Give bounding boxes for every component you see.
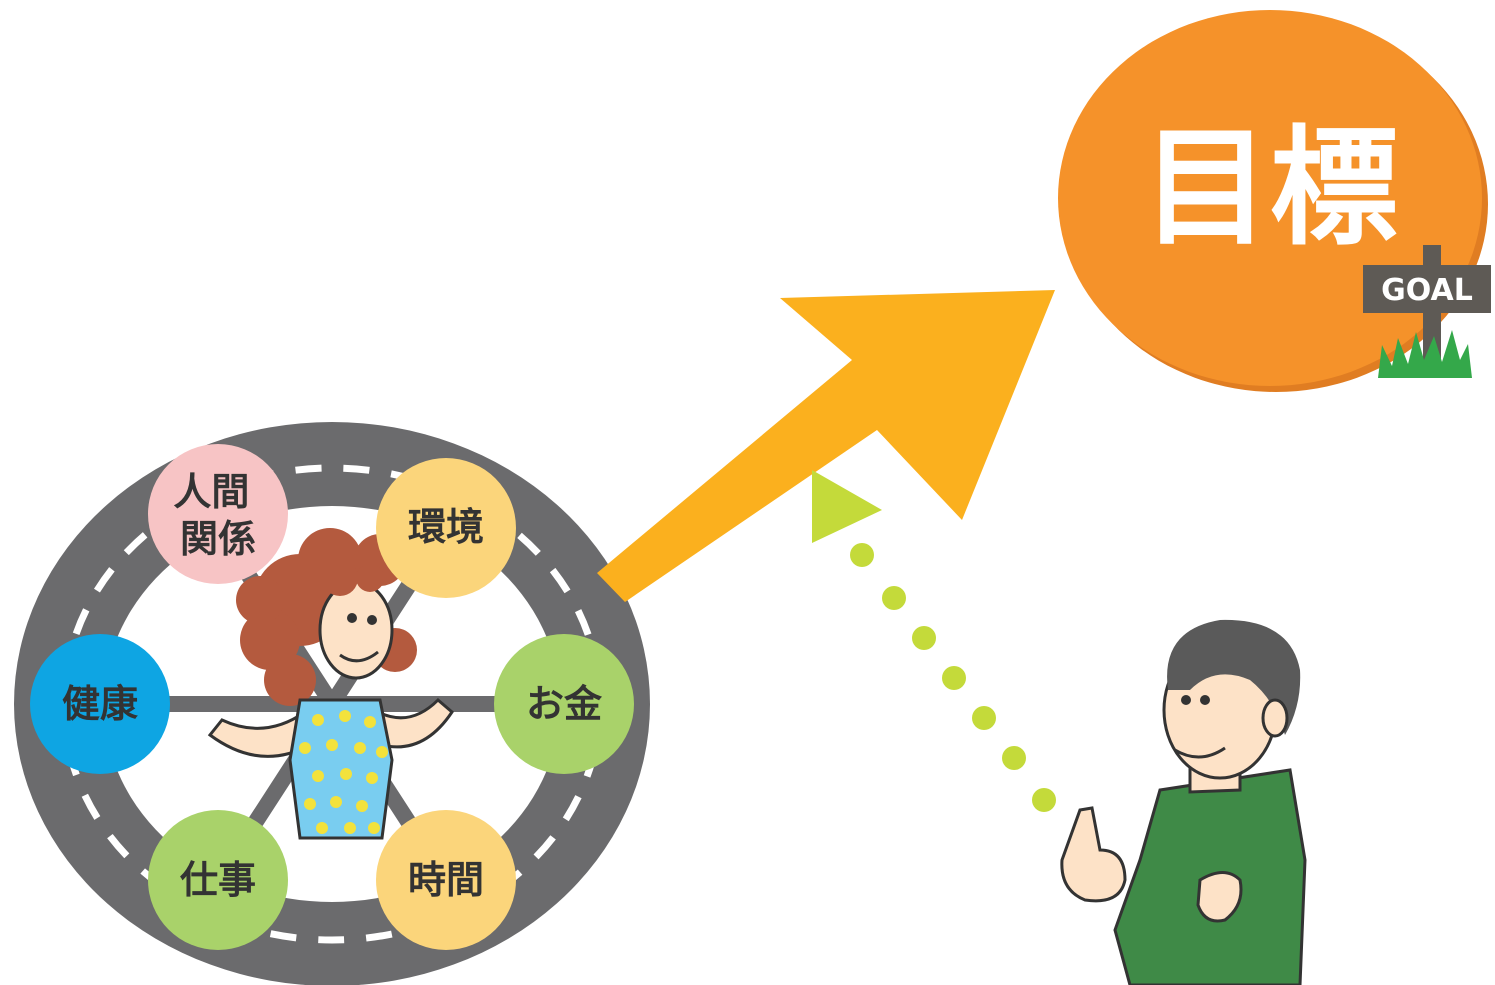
- man-character: [1060, 619, 1307, 985]
- sign-board: [1363, 265, 1491, 313]
- man-pointing-hand: [1060, 806, 1127, 903]
- woman-character: [207, 528, 454, 840]
- node-money-label: お金: [526, 682, 603, 726]
- node-work: 仕事: [148, 810, 288, 950]
- woman-face: [318, 580, 394, 680]
- node-relationships: 人間 関係: [148, 444, 288, 584]
- node-health-label: 健康: [62, 682, 138, 726]
- node-health: 健康: [30, 634, 170, 774]
- svg-text:人間 関係: 人間 関係: [173, 470, 262, 561]
- node-time-label: 時間: [408, 858, 484, 902]
- woman-arm-right: [370, 697, 454, 749]
- woman-dress-dots: [299, 710, 388, 834]
- node-environment-label: 環境: [408, 505, 484, 549]
- woman-dress: [288, 698, 394, 840]
- woman-arm-left: [207, 709, 312, 758]
- man-hair: [1167, 619, 1301, 735]
- node-relationships-line1: 人間: [173, 470, 249, 514]
- man-other-hand: [1196, 871, 1243, 923]
- dotted-arrow-head: [812, 470, 882, 543]
- sign-label: GOAL: [1381, 273, 1473, 308]
- node-time: 時間: [376, 810, 516, 950]
- big-arrow-to-goal: [597, 290, 1055, 602]
- dotted-arrow: [812, 470, 1056, 812]
- goal-sign: GOAL: [1363, 245, 1491, 378]
- node-work-label: 仕事: [180, 858, 256, 902]
- node-relationships-line2: 関係: [180, 517, 256, 561]
- node-environment: 環境: [376, 458, 516, 598]
- goal-title: 目標: [1142, 114, 1398, 263]
- node-money: お金: [494, 634, 634, 774]
- grass-icon: [1378, 330, 1472, 378]
